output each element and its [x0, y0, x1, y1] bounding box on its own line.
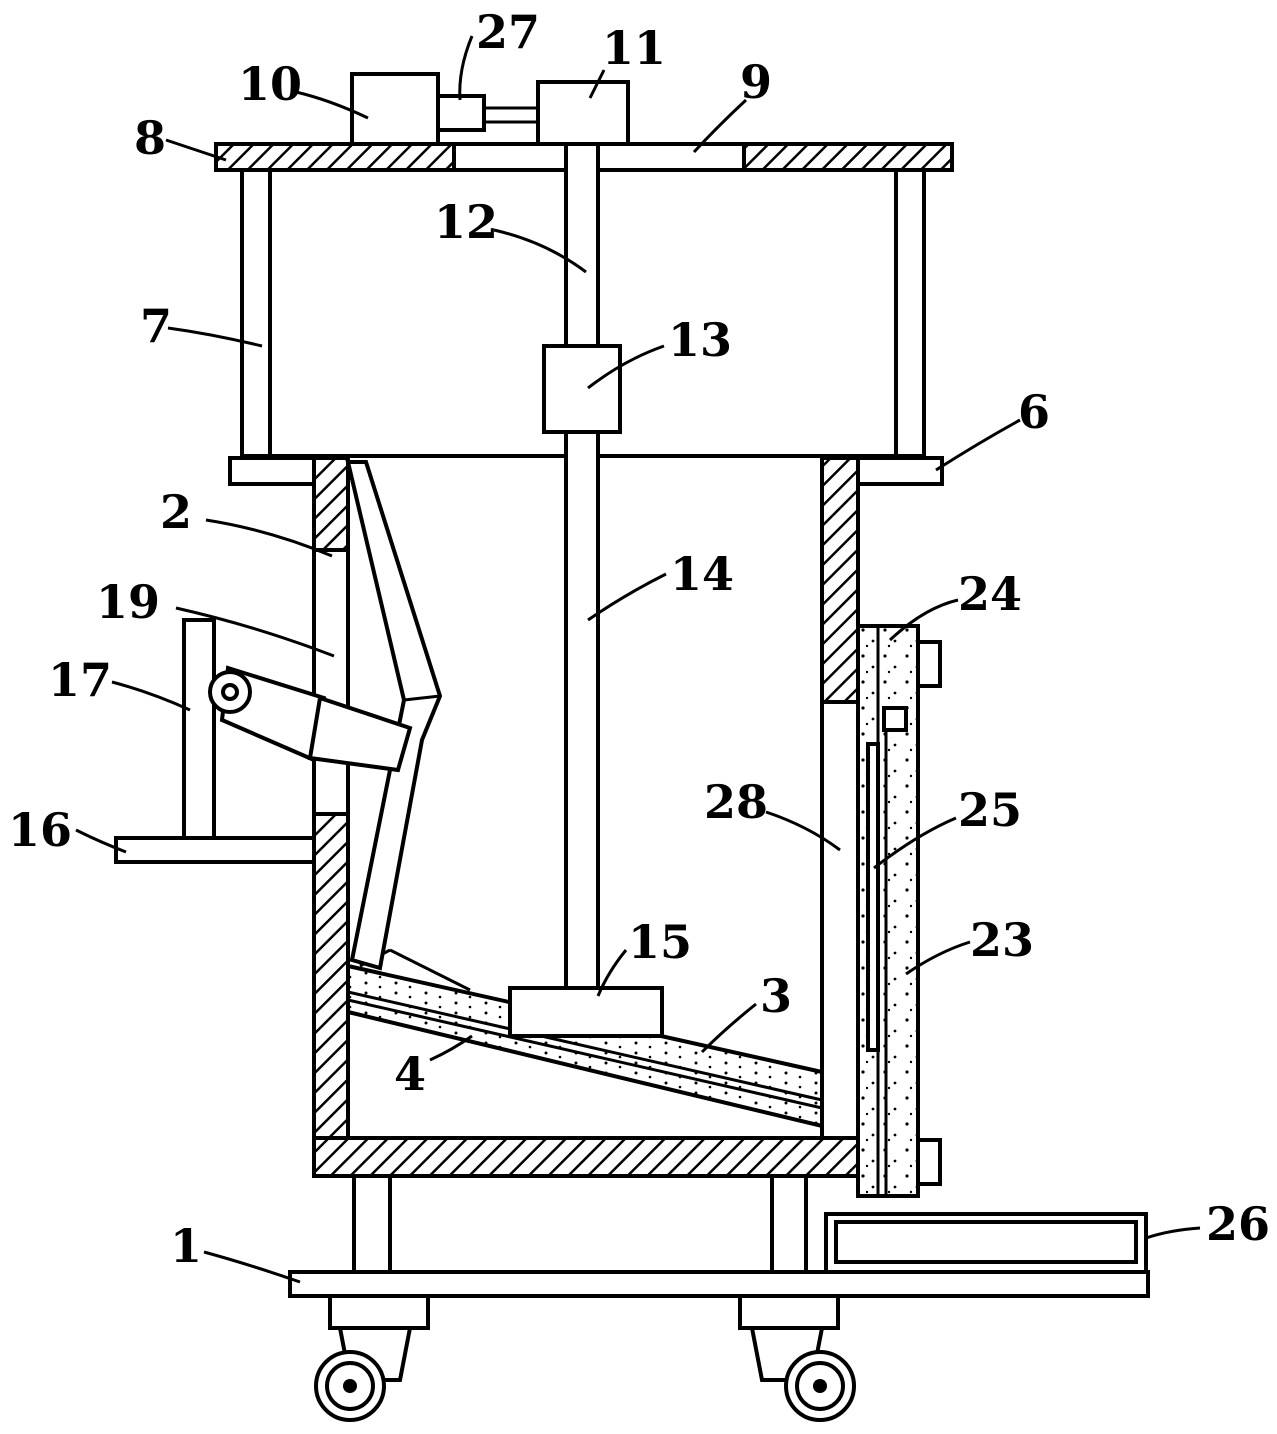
label-10: 10: [238, 57, 302, 111]
mount-plate-17: [182, 618, 216, 840]
label-26: 26: [1206, 1197, 1270, 1251]
label-25: 25: [958, 783, 1022, 837]
label-16: 16: [8, 803, 72, 857]
label-17: 17: [48, 653, 112, 707]
support-plate-right: [856, 456, 944, 486]
label-2: 2: [160, 485, 192, 539]
tank-bottom: [312, 1136, 860, 1178]
label-7: 7: [140, 299, 172, 353]
gearbox-11: [536, 80, 630, 146]
label-11: 11: [602, 21, 666, 75]
label-3: 3: [760, 969, 792, 1023]
support-plate-left: [228, 456, 318, 486]
nut-bottom: [916, 1138, 942, 1186]
drawer-26: [824, 1212, 1148, 1274]
label-9: 9: [740, 55, 772, 109]
caster-right: [738, 1294, 856, 1422]
label-24: 24: [958, 567, 1022, 621]
slot: [866, 742, 880, 1052]
upright-left: [240, 168, 272, 460]
label-1: 1: [170, 1219, 202, 1273]
nut-top: [916, 640, 942, 688]
leg-left: [352, 1174, 392, 1274]
label-13: 13: [668, 313, 732, 367]
upright-right: [894, 168, 926, 460]
label-19: 19: [96, 575, 160, 629]
label-28: 28: [704, 775, 768, 829]
label-6: 6: [1018, 385, 1050, 439]
pivot: [208, 670, 252, 714]
tank-right-wall: [820, 456, 860, 1140]
label-12: 12: [434, 195, 498, 249]
label-23: 23: [970, 913, 1034, 967]
bracket-16: [114, 836, 316, 864]
tank-left-wall: [312, 456, 350, 1178]
base-plate-1: [288, 1270, 1150, 1298]
label-8: 8: [134, 111, 166, 165]
coupler-13: [542, 344, 622, 434]
leg-right: [770, 1174, 808, 1274]
label-4: 4: [394, 1047, 426, 1101]
scraper-15: [508, 986, 664, 1038]
caster-left: [314, 1294, 430, 1422]
clip-top: [882, 706, 908, 732]
coupling-27: [436, 94, 538, 132]
motor-10: [350, 72, 440, 146]
label-14: 14: [670, 547, 734, 601]
leader-lines: [75, 35, 1201, 1284]
label-15: 15: [628, 915, 692, 969]
label-27: 27: [476, 5, 540, 59]
